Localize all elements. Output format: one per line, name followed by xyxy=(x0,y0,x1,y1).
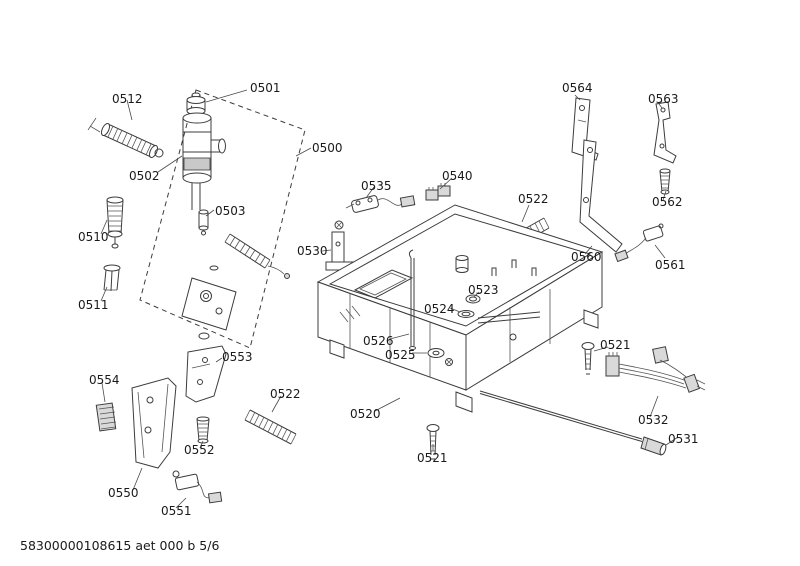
pump-assembly xyxy=(181,92,290,340)
part-label-0520: 0520 xyxy=(350,407,381,421)
bracket-0530 xyxy=(325,220,355,271)
bolt-0521-bottom xyxy=(426,424,440,460)
part-label-0510: 0510 xyxy=(78,230,109,244)
part-label-0500: 0500 xyxy=(312,141,343,155)
plate-0550 xyxy=(131,377,177,469)
part-label-0560: 0560 xyxy=(571,250,602,264)
part-label-0562: 0562 xyxy=(652,195,683,209)
spring-0552 xyxy=(196,416,210,444)
part-label-0525: 0525 xyxy=(385,348,416,362)
bracket-0563 xyxy=(653,101,677,164)
part-label-0523: 0523 xyxy=(468,283,499,297)
rod-0531 xyxy=(479,390,667,456)
switch-0551 xyxy=(172,470,223,504)
document-code: 58300000108615 aet 000 b 5/6 xyxy=(20,538,219,553)
leader-lines xyxy=(100,89,679,509)
part-label-0501: 0501 xyxy=(250,81,281,95)
part-label-0521-right: 0521 xyxy=(600,338,631,352)
bracket-0564 xyxy=(571,97,599,161)
dashed-enclosure-0500 xyxy=(139,89,306,349)
bracket-0553 xyxy=(185,345,227,403)
spring-0562 xyxy=(659,168,671,195)
callout-labels: 0512 0501 0500 0502 0503 0510 0511 0535 … xyxy=(78,81,699,518)
part-label-0561: 0561 xyxy=(655,258,686,272)
base-pan-0520 xyxy=(316,204,604,413)
part-label-0522-top: 0522 xyxy=(518,192,549,206)
part-label-0503: 0503 xyxy=(215,204,246,218)
part-label-0535: 0535 xyxy=(361,179,392,193)
part-label-0532: 0532 xyxy=(638,413,669,427)
switch-0535 xyxy=(345,195,416,213)
clip-0511 xyxy=(103,264,121,292)
connector-0540 xyxy=(425,183,451,201)
part-label-0531: 0531 xyxy=(668,432,699,446)
part-label-0522-left: 0522 xyxy=(270,387,301,401)
part-label-0521-bottom: 0521 xyxy=(417,451,448,465)
switch-0561 xyxy=(614,223,664,263)
part-0510 xyxy=(106,196,124,249)
bolt-0521-right xyxy=(581,342,595,375)
part-label-0540: 0540 xyxy=(442,169,473,183)
part-label-0524: 0524 xyxy=(424,302,455,316)
part-label-0552: 0552 xyxy=(184,443,215,457)
part-label-0512: 0512 xyxy=(112,92,143,106)
spring-0522-left xyxy=(244,409,297,445)
part-label-0550: 0550 xyxy=(108,486,139,500)
part-label-0511: 0511 xyxy=(78,298,109,312)
pad-0554 xyxy=(95,402,117,432)
part-label-0564: 0564 xyxy=(562,81,593,95)
part-label-0563: 0563 xyxy=(648,92,679,106)
bracket-0560 xyxy=(579,139,623,253)
part-label-0554: 0554 xyxy=(89,373,120,387)
part-label-0551: 0551 xyxy=(161,504,192,518)
part-label-0530: 0530 xyxy=(297,244,328,258)
part-label-0526: 0526 xyxy=(363,334,394,348)
harness-0532 xyxy=(605,346,706,393)
part-label-0502: 0502 xyxy=(129,169,160,183)
hose-0512 xyxy=(87,117,164,159)
part-label-0553: 0553 xyxy=(222,350,253,364)
